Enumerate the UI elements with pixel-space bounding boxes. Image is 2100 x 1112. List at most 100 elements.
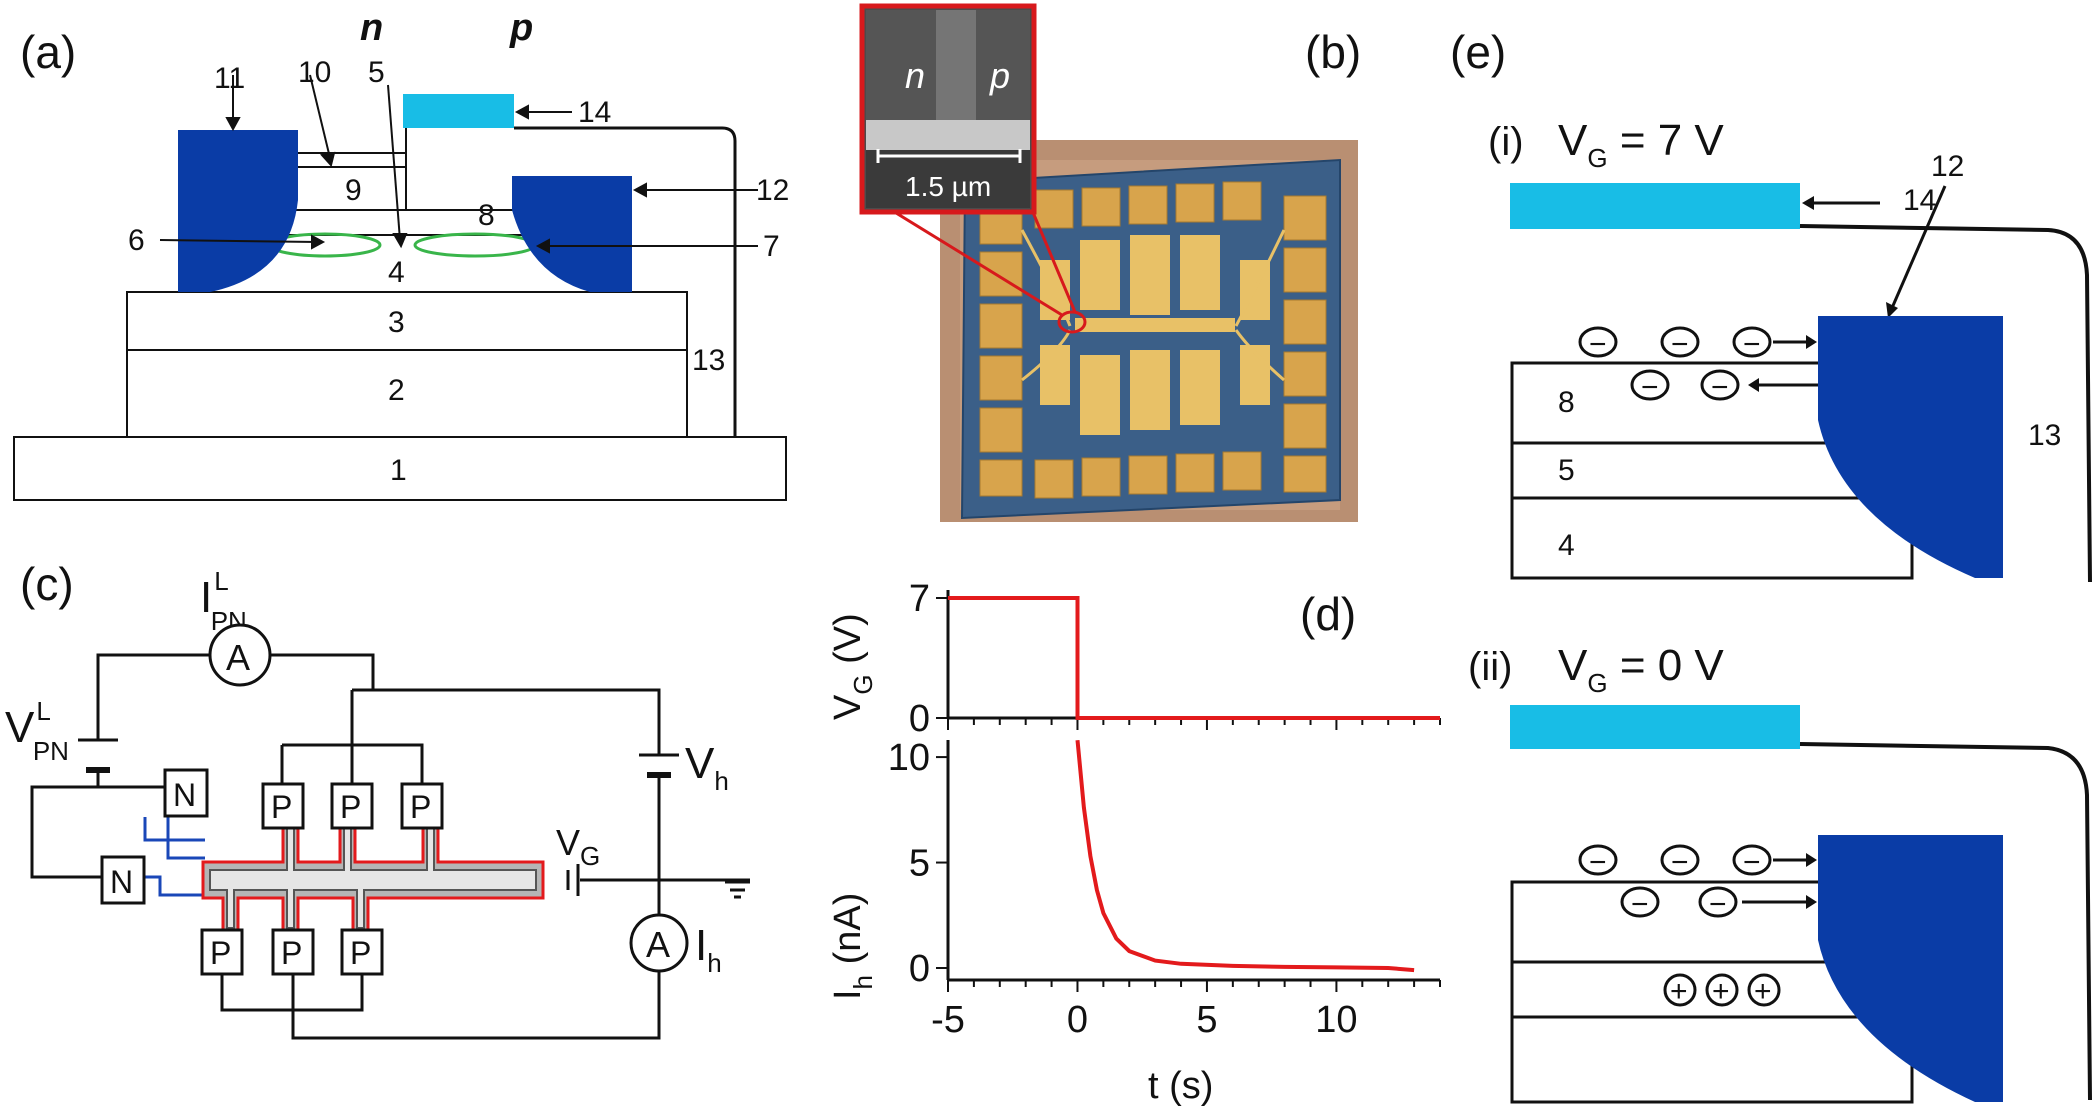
electron: − — [1700, 369, 1740, 404]
chip-structures — [1040, 235, 1270, 435]
arrow-10 — [309, 74, 331, 159]
layer-1 — [13, 436, 787, 501]
svg-text:+: + — [1754, 975, 1772, 1008]
svg-text:−: − — [1589, 846, 1607, 879]
svg-text:−: − — [1743, 328, 1761, 361]
sem-bright-band — [866, 120, 1030, 150]
sem-lower — [866, 150, 1030, 208]
svg-text:−: − — [1631, 888, 1649, 921]
label-4-i: 4 — [1558, 529, 1575, 562]
svg-text:N: N — [173, 777, 196, 813]
svg-text:+: + — [1712, 975, 1730, 1008]
label-11: 11 — [214, 62, 245, 95]
device-highlight — [1057, 310, 1087, 334]
svg-text:P: P — [410, 789, 431, 825]
electron: − — [1660, 844, 1700, 879]
contact-12 — [512, 176, 632, 292]
label-3: 3 — [388, 306, 405, 339]
svg-text:−: − — [1711, 371, 1729, 404]
p-region-label: p — [509, 7, 533, 49]
svg-text:−: − — [1589, 328, 1607, 361]
sub-ii-label: (ii) — [1468, 645, 1512, 689]
sem-n-label: n — [905, 55, 925, 96]
label-4: 4 — [388, 256, 405, 289]
chip-die — [960, 158, 1341, 520]
arrow-14-i-head — [1802, 196, 1814, 210]
ih-series-line — [1075, 740, 1415, 973]
label-8: 8 — [478, 199, 495, 232]
vg-0v-label: VG = 0 V — [1558, 641, 1724, 698]
label-13: 13 — [692, 344, 725, 377]
panel-d-label: (d) — [1300, 588, 1356, 640]
electron: − — [1620, 886, 1660, 921]
p-pad-bottom-2: P — [271, 928, 315, 976]
layer-4-ii — [1510, 1015, 1914, 1104]
ammeter-ilpn-label: A — [226, 637, 250, 678]
vg-y-tick-label: 0 — [909, 698, 930, 740]
contact-12-i — [1818, 316, 2003, 578]
sem-junction — [936, 10, 976, 130]
contact-11 — [178, 130, 298, 292]
ih-label: Ih — [695, 921, 722, 978]
label-14-i: 14 — [1903, 184, 1936, 217]
label-12: 12 — [756, 174, 789, 207]
label-5: 5 — [368, 56, 385, 89]
field-arrow-i-1-head — [1806, 335, 1817, 349]
arrow-12-head — [632, 182, 647, 198]
zoom-line-bottom — [1030, 209, 1077, 313]
field-arrow-ii-1-head — [1806, 853, 1817, 867]
scale-bar-label: 1.5 µm — [905, 171, 991, 202]
label-14: 14 — [578, 96, 611, 129]
sub-i-label: (i) — [1488, 120, 1524, 164]
arrow-10-head — [320, 151, 336, 168]
hole: + — [1747, 973, 1781, 1008]
ih-x-tick-label: 0 — [1067, 999, 1088, 1041]
field-arrow-ii-2-head — [1806, 895, 1817, 909]
arrow-6 — [159, 239, 319, 243]
electron: − — [1630, 369, 1670, 404]
n-region-label: n — [360, 7, 383, 49]
gate-wire-13-ii — [1799, 742, 2092, 1101]
ammeter-ilpn — [208, 623, 272, 687]
layer-9 — [289, 152, 407, 211]
layer-3 — [126, 291, 688, 351]
vg-series-line — [948, 596, 1440, 720]
hole: + — [1663, 973, 1697, 1008]
panel-a-label: (a) — [20, 26, 76, 78]
panel-c-label: (c) — [20, 558, 74, 610]
arrow-5 — [387, 84, 401, 241]
chip-traces — [1020, 229, 1286, 382]
electron: − — [1698, 886, 1738, 921]
label-10: 10 — [298, 56, 331, 89]
panel-a: (a) n p — [13, 7, 789, 501]
gate-wire-13-i — [1799, 224, 2092, 583]
svg-text:P: P — [210, 935, 231, 971]
svg-text:P: P — [271, 789, 292, 825]
bottom-y-axis-label: Ih (nA) — [827, 893, 878, 1000]
vg-7v-label: VG = 7 V — [1558, 116, 1724, 173]
electrons-ii: − − − − − — [1578, 844, 1772, 921]
arrow-5-head — [392, 233, 408, 249]
arrow-12-i-head — [1886, 302, 1898, 318]
label-2: 2 — [388, 374, 405, 407]
ih-x-tick-label: -5 — [931, 999, 965, 1041]
vg-y-tick-label: 7 — [909, 578, 930, 620]
electron: − — [1660, 326, 1700, 361]
p-pad-bottom-1: P — [200, 928, 244, 976]
ih-x-tick-label: 5 — [1196, 999, 1217, 1041]
svg-text:+: + — [1670, 975, 1688, 1008]
vg-label: VG — [556, 822, 600, 871]
panel-e: (e) (i) VG = 7 V 14 12 13 8 5 4 − − − − … — [1450, 26, 2092, 1104]
ammeter-ih-label: A — [646, 924, 670, 965]
svg-text:P: P — [350, 935, 371, 971]
electron: − — [1732, 844, 1772, 879]
panel-b-label: (b) — [1305, 26, 1361, 78]
label-5-i: 5 — [1558, 454, 1575, 487]
label-13-i: 13 — [2028, 419, 2061, 452]
svg-text:−: − — [1641, 371, 1659, 404]
gate-14-ii — [1510, 705, 1800, 749]
